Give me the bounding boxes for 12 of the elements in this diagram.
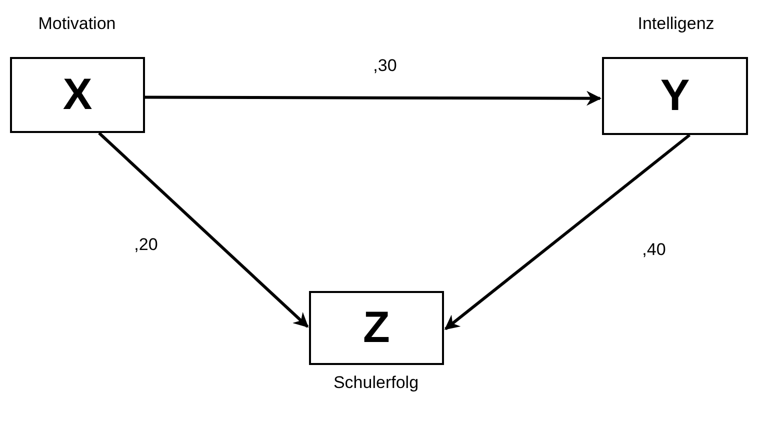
variable-symbol: Y <box>660 71 690 121</box>
arrow <box>145 90 602 106</box>
variable-symbol: Z <box>363 303 390 353</box>
variable-box <box>309 291 444 365</box>
arrow <box>444 134 691 330</box>
variable-caption: Schulerfolg <box>333 373 419 393</box>
arrow <box>98 132 309 328</box>
variable-box <box>602 57 748 135</box>
variable-caption: Motivation <box>38 14 116 34</box>
variable-caption: Intelligenz <box>638 14 714 34</box>
variable-symbol: X <box>62 70 92 120</box>
variable-box <box>10 57 145 133</box>
